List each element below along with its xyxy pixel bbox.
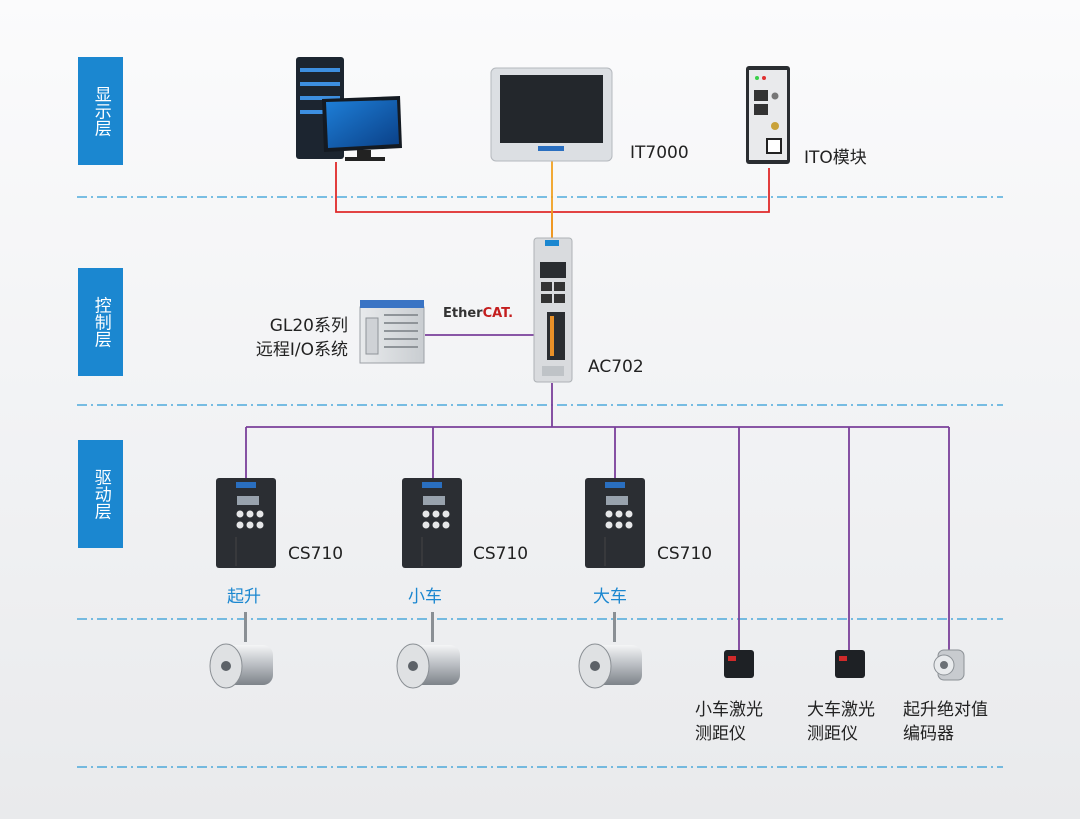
- ethercat-logo-b: CAT.: [482, 306, 514, 321]
- ethercat-logo-a: Ether: [443, 306, 483, 321]
- laser-rangefinder-icon-1: [724, 650, 754, 678]
- layer-tab-display-label: 显示层: [90, 85, 111, 137]
- sensor-label-2-line2: 测距仪: [807, 724, 858, 744]
- sensor-label-1-line1: 小车激光: [695, 700, 763, 720]
- sensor-label-3-line2: 编码器: [903, 724, 954, 744]
- ito-label: ITO模块: [804, 148, 867, 168]
- motor-icon-1: [209, 612, 273, 689]
- drive-label-3: CS710: [657, 544, 713, 564]
- remote-io-label: GL20系列 远程I/O系统: [242, 314, 348, 362]
- ethercat-lines: [245, 334, 950, 652]
- pc-server-icon: [296, 57, 402, 161]
- motor-icon-3: [578, 612, 642, 689]
- remote-io-label-line2: 远程I/O系统: [255, 340, 348, 360]
- layer-tab-control: 控制层: [78, 268, 123, 376]
- remote-io-icon: [359, 300, 425, 364]
- drive-icon-1: [216, 478, 276, 568]
- absolute-encoder-icon: [933, 649, 965, 681]
- sensor-label-3-line1: 起升绝对值: [903, 700, 988, 720]
- ac702-controller-icon: [533, 237, 573, 383]
- layer-separators: [77, 196, 1003, 768]
- drive-role-bridge: 大车: [593, 587, 627, 607]
- ito-module-icon: [746, 66, 790, 164]
- sensor-label-3: 起升绝对值 编码器: [903, 698, 988, 746]
- layer-tab-drive: 驱动层: [78, 440, 123, 548]
- remote-io-label-line1: GL20系列: [269, 316, 348, 336]
- drive-label-1: CS710: [288, 544, 344, 564]
- hmi-label: IT7000: [630, 143, 689, 163]
- layer-tab-control-label: 控制层: [90, 296, 111, 348]
- sensor-label-1: 小车激光 测距仪: [695, 698, 763, 746]
- drive-label-2: CS710: [473, 544, 529, 564]
- layer-tab-display: 显示层: [78, 57, 123, 165]
- sensor-label-2: 大车激光 测距仪: [807, 698, 875, 746]
- drive-icon-2: [402, 478, 462, 568]
- layer-tab-drive-label: 驱动层: [90, 468, 111, 520]
- sensor-label-1-line2: 测距仪: [695, 724, 746, 744]
- drive-icon-3: [585, 478, 645, 568]
- hmi-panel-icon: [490, 67, 613, 162]
- drive-role-trolley: 小车: [408, 587, 442, 607]
- motor-icon-2: [396, 612, 460, 689]
- drive-role-hoist: 起升: [227, 587, 261, 607]
- sensor-label-2-line1: 大车激光: [807, 700, 875, 720]
- ethercat-logo: EtherCAT.: [443, 306, 513, 321]
- controller-label: AC702: [588, 357, 644, 377]
- laser-rangefinder-icon-2: [835, 650, 865, 678]
